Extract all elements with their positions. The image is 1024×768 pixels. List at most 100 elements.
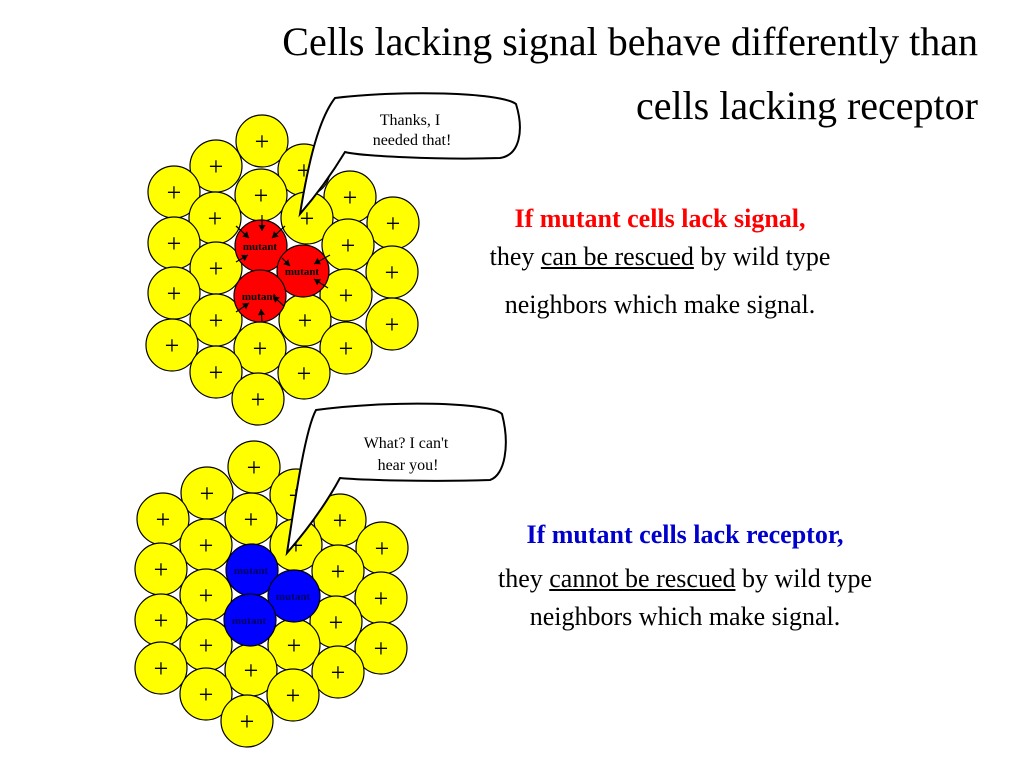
top-plus-sign: + — [385, 310, 400, 339]
top-wild-type-cell — [319, 268, 373, 322]
receptor-explanation: If mutant cells lack receptor, they cann… — [430, 522, 940, 630]
bottom-plus-sign: + — [200, 479, 215, 508]
top-wild-type-cell — [235, 114, 289, 168]
receptor-heading: If mutant cells lack receptor, — [526, 520, 844, 549]
bottom-plus-sign: + — [374, 584, 389, 613]
bottom-plus-sign: + — [156, 505, 171, 534]
signal-arrow-head — [257, 309, 266, 316]
bottom-cell-cluster: ++++++++++++++++++++++++mutantmutantmuta… — [134, 440, 409, 748]
signal-line-2-post: by wild type — [693, 242, 831, 271]
top-plus-sign: + — [341, 231, 356, 260]
bottom-mutant-label: mutant — [232, 615, 267, 627]
bottom-plus-sign: + — [240, 707, 255, 736]
bottom-plus-sign: + — [199, 631, 214, 660]
bottom-wild-type-cell — [179, 667, 233, 721]
signal-arrow-head — [242, 231, 249, 238]
top-speech-bubble — [298, 92, 521, 218]
bottom-plus-sign: + — [154, 606, 169, 635]
top-plus-sign: + — [208, 204, 223, 233]
top-plus-sign: + — [209, 306, 224, 335]
top-plus-sign: + — [386, 209, 401, 238]
bottom-plus-sign: + — [333, 506, 348, 535]
bottom-plus-sign: + — [331, 658, 346, 687]
top-plus-sign: + — [209, 358, 224, 387]
signal-arrow-head — [242, 303, 249, 310]
bottom-wild-type-cell — [354, 621, 408, 675]
top-plus-sign: + — [209, 152, 224, 181]
bottom-wild-type-cell — [311, 645, 365, 699]
signal-line-3: neighbors which make signal. — [504, 290, 816, 319]
top-plus-sign: + — [253, 334, 268, 363]
bottom-speech-line-2: hear you! — [378, 457, 439, 474]
bottom-plus-sign: + — [287, 631, 302, 660]
top-plus-sign: + — [339, 334, 354, 363]
signal-line-2: they can be rescued by wild type — [420, 244, 900, 270]
signal-explanation: If mutant cells lack signal, they can be… — [420, 206, 900, 318]
bottom-wild-type-cell — [134, 641, 188, 695]
page-title-line-2: cells lacking receptor — [635, 83, 978, 128]
bottom-speech-line-1: What? I can't — [364, 435, 449, 452]
bottom-mutant-label: mutant — [276, 591, 311, 603]
bottom-plus-sign: + — [331, 557, 346, 586]
bottom-plus-sign: + — [329, 608, 344, 637]
top-wild-type-cell — [189, 345, 243, 399]
bottom-wild-type-cell — [220, 694, 274, 748]
bottom-plus-sign: + — [244, 505, 259, 534]
top-cell-cluster: ++++++++++++++++++++++++mutantmutantmuta… — [145, 114, 420, 426]
top-plus-sign: + — [343, 183, 358, 212]
top-plus-sign: + — [167, 229, 182, 258]
bottom-plus-sign: + — [199, 680, 214, 709]
top-wild-type-cell — [277, 346, 331, 400]
receptor-line-2-pre: they — [497, 564, 550, 593]
top-plus-sign: + — [339, 281, 354, 310]
signal-arrow-head — [314, 257, 321, 265]
receptor-rescue-phrase: cannot be rescued — [549, 564, 736, 593]
top-wild-type-cell — [145, 318, 199, 372]
top-plus-sign: + — [255, 127, 270, 156]
bottom-plus-sign: + — [244, 656, 259, 685]
top-mutant-label: mutant — [243, 241, 278, 253]
signal-arrow-head — [283, 259, 290, 266]
bottom-mutant-label: mutant — [234, 565, 269, 577]
signal-rescue-phrase: can be rescued — [540, 242, 694, 271]
top-mutant-cell — [276, 244, 330, 298]
top-plus-sign: + — [167, 279, 182, 308]
signal-arrow-head — [258, 225, 266, 231]
bottom-plus-sign: + — [154, 654, 169, 683]
bottom-plus-sign: + — [286, 681, 301, 710]
top-plus-sign: + — [298, 306, 313, 335]
top-plus-sign: + — [385, 258, 400, 287]
signal-line-2-pre: they — [489, 242, 541, 271]
page-title-line-1: Cells lacking signal behave differently … — [282, 19, 978, 64]
receptor-line-2-post: by wild type — [735, 564, 872, 593]
signal-arrow-head — [241, 254, 248, 262]
bottom-mutant-cell — [223, 593, 277, 647]
top-wild-type-cell — [231, 372, 285, 426]
top-mutant-label: mutant — [285, 266, 320, 278]
top-plus-sign: + — [209, 254, 224, 283]
signal-arrow-head — [272, 231, 279, 238]
top-wild-type-cell — [319, 321, 373, 375]
receptor-line-3: neighbors which make signal. — [529, 602, 841, 631]
bottom-plus-sign: + — [199, 531, 214, 560]
top-plus-sign: + — [165, 331, 180, 360]
bottom-plus-sign: + — [247, 453, 262, 482]
signal-arrow-head — [314, 279, 321, 286]
top-speech-line-2: needed that! — [373, 132, 452, 149]
top-plus-sign: + — [167, 178, 182, 207]
bottom-mutant-cell — [267, 569, 321, 623]
bottom-speech-bubble — [285, 402, 507, 557]
top-mutant-cell — [233, 269, 287, 323]
top-plus-sign: + — [251, 385, 266, 414]
bottom-wild-type-cell — [266, 668, 320, 722]
receptor-line-2: they cannot be rescued by wild type — [430, 566, 940, 592]
signal-arrow-head — [273, 296, 280, 303]
bottom-plus-sign: + — [199, 581, 214, 610]
bottom-plus-sign: + — [375, 534, 390, 563]
top-mutant-label: mutant — [242, 291, 277, 303]
top-plus-sign: + — [254, 181, 269, 210]
top-speech-line-1: Thanks, I — [380, 112, 440, 129]
bottom-plus-sign: + — [374, 634, 389, 663]
signal-heading: If mutant cells lack signal, — [514, 204, 806, 233]
